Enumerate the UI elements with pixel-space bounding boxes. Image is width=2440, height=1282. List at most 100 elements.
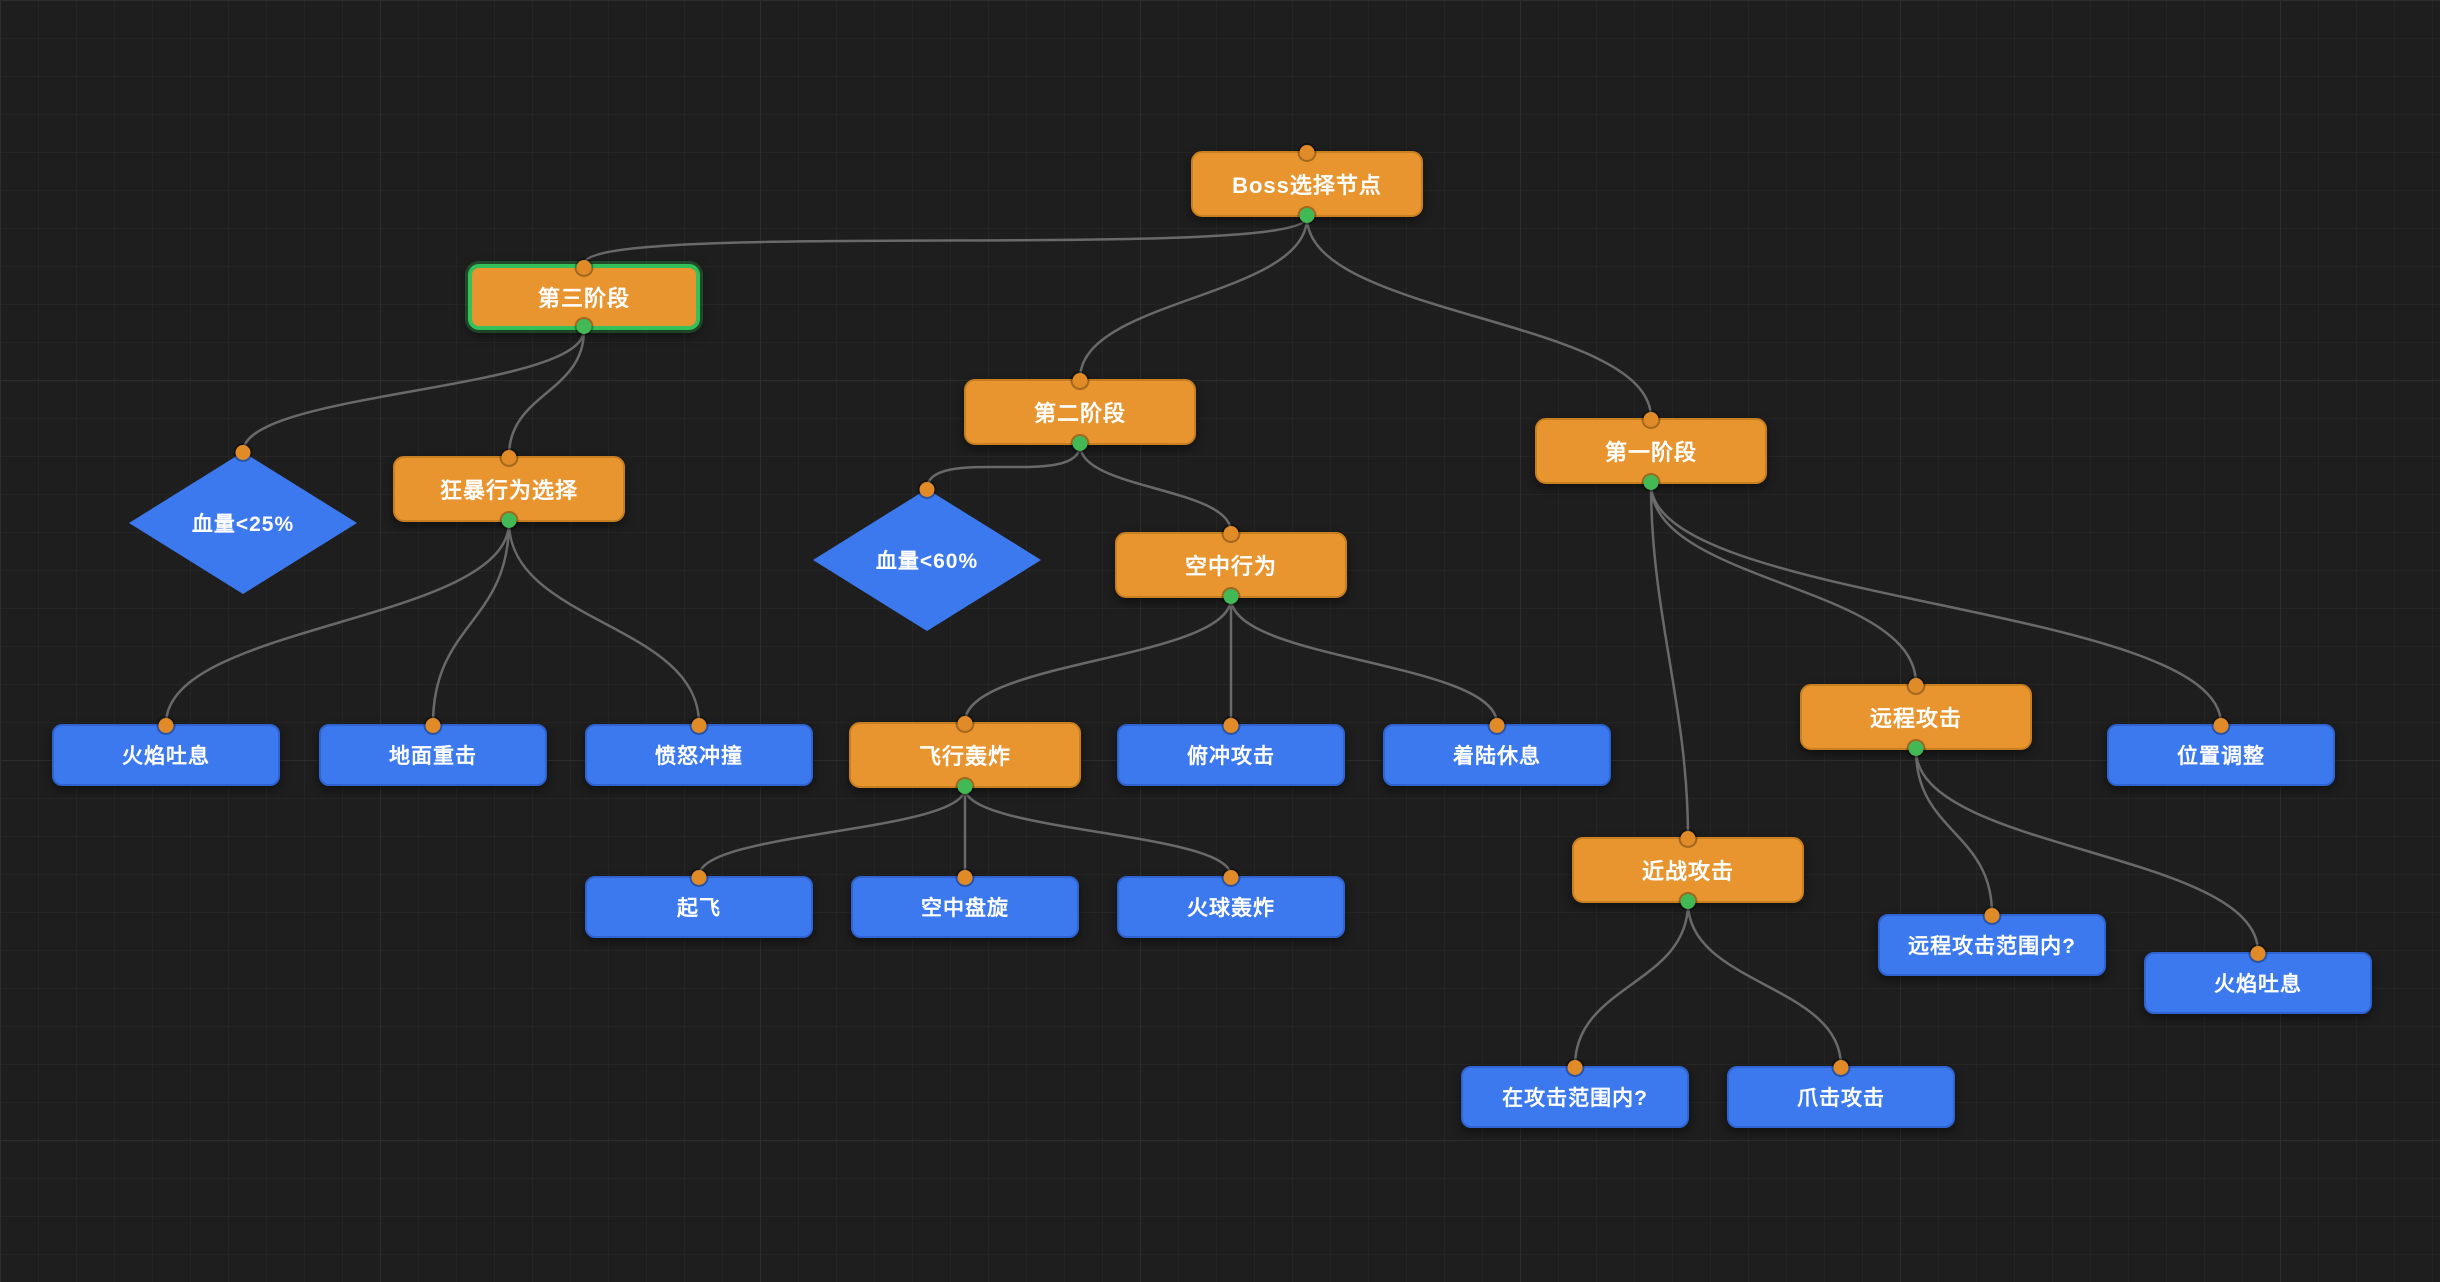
node-label: 第三阶段 — [537, 286, 630, 311]
node-label: 火球轰炸 — [1187, 897, 1275, 920]
input-port[interactable] — [1984, 908, 2000, 923]
edge-ranged-fire2 — [1914, 748, 2260, 954]
node-claw[interactable]: 爪击攻击 — [1727, 1060, 1955, 1128]
input-port[interactable] — [425, 718, 441, 733]
node-reposition[interactable]: 位置调整 — [2107, 718, 2335, 786]
output-port[interactable] — [1299, 208, 1315, 223]
output-port[interactable] — [1680, 894, 1696, 909]
node-dive[interactable]: 俯冲攻击 — [1117, 718, 1345, 786]
input-port[interactable] — [1299, 145, 1315, 160]
node-root[interactable]: Boss选择节点 — [1191, 145, 1423, 223]
input-port[interactable] — [501, 450, 517, 465]
input-port[interactable] — [1833, 1060, 1849, 1075]
node-label: 起飞 — [677, 897, 721, 920]
input-port[interactable] — [1680, 831, 1696, 846]
node-takeoff[interactable]: 起飞 — [585, 870, 813, 938]
node-label: 爪击攻击 — [1797, 1087, 1885, 1110]
input-port[interactable] — [2213, 718, 2229, 733]
node-rage[interactable]: 狂暴行为选择 — [393, 450, 625, 528]
node-rangecheck[interactable]: 远程攻击范围内? — [1878, 908, 2106, 976]
node-label: 血量<60% — [875, 550, 979, 573]
node-label: 第一阶段 — [1604, 440, 1697, 465]
node-charge[interactable]: 愤怒冲撞 — [585, 718, 813, 786]
input-port[interactable] — [957, 716, 973, 731]
node-flybomb[interactable]: 飞行轰炸 — [849, 716, 1081, 794]
node-fire1[interactable]: 火焰吐息 — [52, 718, 280, 786]
edge-phase3-rage — [507, 328, 586, 458]
node-label: 空中行为 — [1184, 554, 1277, 579]
node-label: 近战攻击 — [1641, 859, 1734, 884]
edge-flybomb-fireball — [963, 786, 1233, 878]
node-label: 在攻击范围内? — [1502, 1087, 1648, 1110]
edge-root-phase2 — [1078, 215, 1309, 381]
input-port[interactable] — [957, 870, 973, 885]
input-port[interactable] — [158, 718, 174, 733]
node-hp25[interactable]: 血量<25% — [129, 445, 357, 594]
edge-phase2-air — [1078, 443, 1233, 534]
edge-phase1-melee — [1649, 482, 1690, 839]
node-label: 着陆休息 — [1453, 745, 1541, 768]
output-port[interactable] — [501, 513, 517, 528]
input-port[interactable] — [1223, 526, 1239, 541]
node-fireball[interactable]: 火球轰炸 — [1117, 870, 1345, 938]
node-phase3[interactable]: 第三阶段 — [468, 260, 700, 334]
node-label: 狂暴行为选择 — [439, 478, 578, 503]
output-port[interactable] — [1072, 436, 1088, 451]
node-label: 血量<25% — [191, 513, 295, 536]
node-label: 空中盘旋 — [921, 897, 1009, 920]
node-label: 俯冲攻击 — [1187, 745, 1275, 768]
node-melee[interactable]: 近战攻击 — [1572, 831, 1804, 909]
node-phase1[interactable]: 第一阶段 — [1535, 412, 1767, 490]
node-hp60[interactable]: 血量<60% — [813, 482, 1041, 631]
node-label: 地面重击 — [389, 745, 477, 768]
input-port[interactable] — [1908, 678, 1924, 693]
output-port[interactable] — [1223, 589, 1239, 604]
edge-melee-claw — [1686, 901, 1843, 1068]
input-port[interactable] — [1643, 412, 1659, 427]
input-port[interactable] — [1223, 870, 1239, 885]
edge-ranged-rangecheck — [1914, 748, 1994, 916]
node-meleerange[interactable]: 在攻击范围内? — [1461, 1060, 1689, 1128]
input-port[interactable] — [576, 260, 592, 275]
node-fire2[interactable]: 火焰吐息 — [2144, 946, 2372, 1014]
input-port[interactable] — [919, 482, 935, 497]
edge-air-land — [1229, 596, 1499, 726]
input-port[interactable] — [1223, 718, 1239, 733]
input-port[interactable] — [691, 718, 707, 733]
output-port[interactable] — [1643, 475, 1659, 490]
input-port[interactable] — [1489, 718, 1505, 733]
output-port[interactable] — [1908, 741, 1924, 756]
node-label: 第二阶段 — [1033, 401, 1126, 426]
edge-root-phase1 — [1305, 215, 1653, 420]
node-ground[interactable]: 地面重击 — [319, 718, 547, 786]
input-port[interactable] — [235, 445, 251, 460]
node-ranged[interactable]: 远程攻击 — [1800, 678, 2032, 756]
node-label: Boss选择节点 — [1232, 173, 1382, 198]
edge-rage-charge — [507, 520, 701, 726]
edge-phase3-hp25 — [241, 328, 586, 454]
output-port[interactable] — [576, 319, 592, 334]
node-label: 远程攻击 — [1869, 706, 1962, 731]
node-label: 远程攻击范围内? — [1908, 935, 2076, 958]
node-label: 愤怒冲撞 — [655, 745, 743, 768]
node-label: 火焰吐息 — [122, 745, 210, 768]
output-port[interactable] — [957, 779, 973, 794]
input-port[interactable] — [1567, 1060, 1583, 1075]
node-label: 火焰吐息 — [2214, 973, 2302, 996]
edge-phase1-reposition — [1649, 482, 2223, 726]
edge-phase2-hp60 — [925, 443, 1082, 491]
node-land[interactable]: 着陆休息 — [1383, 718, 1611, 786]
edge-flybomb-takeoff — [697, 786, 967, 878]
edge-melee-meleerange — [1573, 901, 1690, 1068]
node-hover[interactable]: 空中盘旋 — [851, 870, 1079, 938]
input-port[interactable] — [1072, 373, 1088, 388]
node-phase2[interactable]: 第二阶段 — [964, 373, 1196, 451]
edge-rage-fire1 — [164, 520, 511, 726]
input-port[interactable] — [2250, 946, 2266, 961]
node-air[interactable]: 空中行为 — [1115, 526, 1347, 604]
node-label: 位置调整 — [2177, 745, 2265, 768]
input-port[interactable] — [691, 870, 707, 885]
